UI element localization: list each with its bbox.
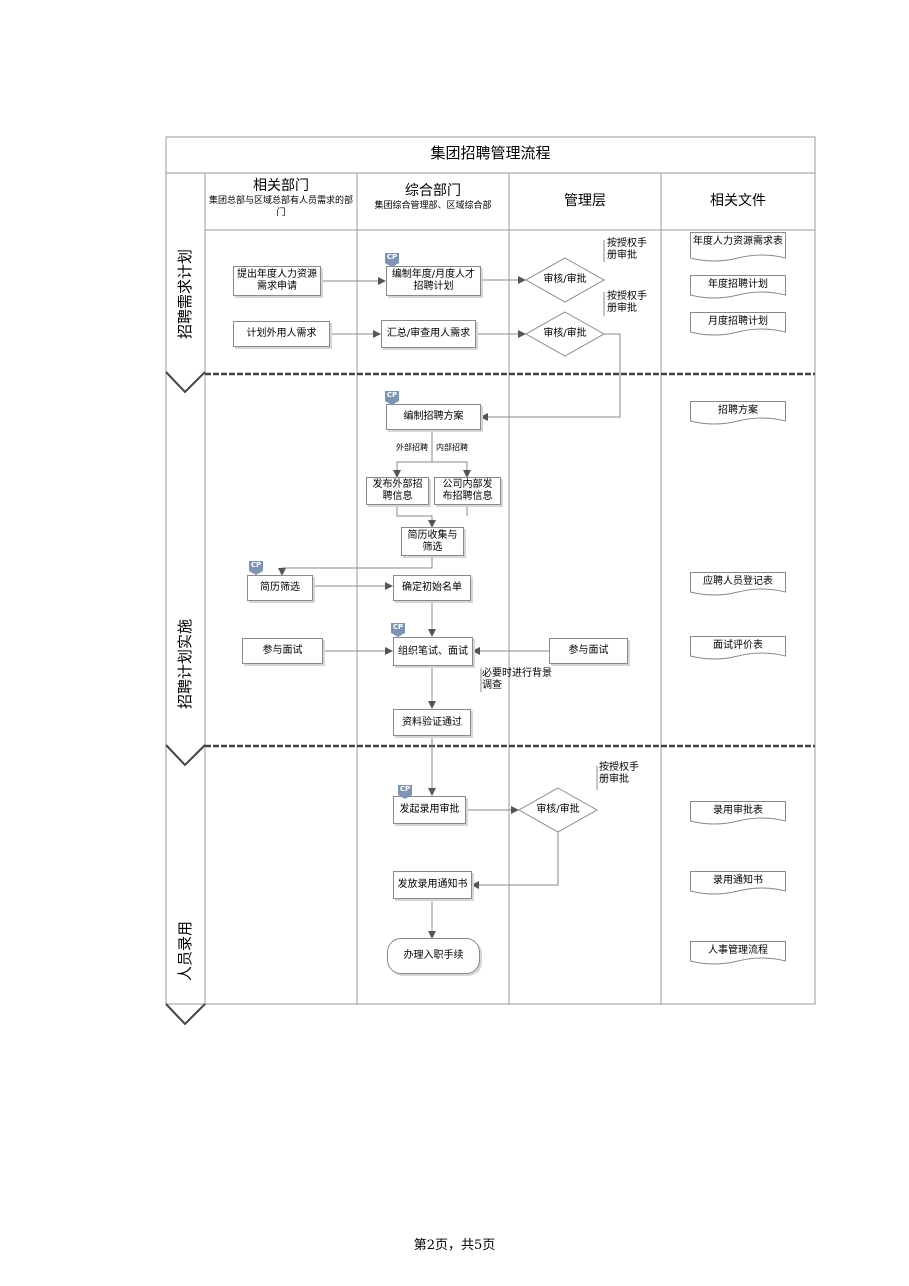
cp-label: CP bbox=[250, 561, 262, 569]
document-label: 录用审批表 bbox=[713, 805, 763, 816]
phase-label-text: 招聘计划实施 bbox=[176, 618, 194, 709]
lane-header-general-dept: 综合部门 集团综合管理部、区域综合部 bbox=[357, 182, 509, 212]
document-shape: 人事管理流程 bbox=[690, 941, 786, 967]
document-shape: 录用审批表 bbox=[690, 801, 786, 827]
lane-header-management: 管理层 bbox=[509, 192, 661, 210]
phase-label-plan-execution: 招聘计划实施 bbox=[174, 618, 196, 709]
lane-title: 相关文件 bbox=[710, 193, 766, 209]
cp-label: CP bbox=[386, 391, 398, 399]
branch-label-external: 外部招聘 bbox=[396, 443, 428, 452]
document-label: 人事管理流程 bbox=[708, 945, 768, 956]
process-box: 简历筛选 bbox=[247, 575, 313, 601]
process-box: 提出年度人力资源需求申请 bbox=[233, 266, 321, 296]
process-box: 发布外部招聘信息 bbox=[366, 477, 429, 505]
process-box: 公司内部发布招聘信息 bbox=[434, 477, 501, 505]
decision-label: 审核/审批 bbox=[543, 328, 587, 339]
process-box: 发起录用审批 bbox=[393, 796, 466, 824]
phase-label-text: 招聘需求计划 bbox=[176, 248, 194, 339]
control-point-icon: CP bbox=[249, 560, 263, 575]
page-number: 第2页，共5页 bbox=[413, 1238, 496, 1253]
process-box: 资料验证通过 bbox=[393, 709, 471, 736]
document-shape: 录用通知书 bbox=[690, 871, 786, 897]
phase-label-text: 人员录用 bbox=[176, 920, 194, 981]
process-box: 汇总/审查用人需求 bbox=[381, 320, 476, 348]
decision-label: 审核/审批 bbox=[543, 274, 587, 285]
annotation-note: 按授权手册审批 bbox=[607, 291, 647, 314]
process-box: 组织笔试、面试 bbox=[393, 637, 473, 666]
process-box: 简历收集与筛选 bbox=[401, 527, 464, 556]
process-box: 参与面试 bbox=[549, 638, 628, 664]
lane-header-documents: 相关文件 bbox=[661, 192, 815, 210]
document-label: 月度招聘计划 bbox=[708, 316, 768, 327]
control-point-icon: CP bbox=[385, 252, 399, 267]
process-box: 发放录用通知书 bbox=[393, 871, 472, 899]
document-shape: 年度人力资源需求表 bbox=[690, 232, 786, 264]
document-label: 应聘人员登记表 bbox=[703, 576, 773, 587]
control-point-icon: CP bbox=[398, 784, 412, 799]
document-shape: 月度招聘计划 bbox=[690, 312, 786, 338]
lane-subtitle: 集团综合管理部、区域综合部 bbox=[374, 201, 492, 211]
decision-label: 审核/审批 bbox=[536, 804, 580, 815]
document-label: 年度人力资源需求表 bbox=[693, 236, 783, 247]
terminal-box: 办理入职手续 bbox=[387, 938, 480, 974]
control-point-icon: CP bbox=[391, 622, 405, 637]
document-shape: 招聘方案 bbox=[690, 401, 786, 427]
lane-subtitle: 集团总部与区域总部有人员需求的部门 bbox=[208, 196, 353, 218]
branch-label-internal: 内部招聘 bbox=[436, 443, 468, 452]
lane-header-related-depts: 相关部门 集团总部与区域总部有人员需求的部门 bbox=[205, 177, 357, 219]
document-label: 面试评价表 bbox=[713, 640, 763, 651]
cp-label: CP bbox=[392, 623, 404, 631]
control-point-icon: CP bbox=[385, 390, 399, 405]
phase-label-demand-plan: 招聘需求计划 bbox=[174, 248, 196, 339]
process-box: 编制年度/月度人才招聘计划 bbox=[386, 266, 481, 296]
lane-title: 综合部门 bbox=[405, 183, 461, 199]
document-shape: 面试评价表 bbox=[690, 636, 786, 662]
annotation-note: 按授权手册审批 bbox=[599, 762, 639, 785]
process-box: 编制招聘方案 bbox=[386, 404, 481, 430]
process-box: 计划外用人需求 bbox=[233, 321, 330, 347]
annotation-note: 按授权手册审批 bbox=[607, 238, 647, 261]
lane-title: 管理层 bbox=[564, 193, 606, 209]
process-box: 确定初始名单 bbox=[393, 575, 471, 601]
document-shape: 应聘人员登记表 bbox=[690, 572, 786, 598]
document-label: 年度招聘计划 bbox=[708, 279, 768, 290]
document-label: 招聘方案 bbox=[718, 405, 758, 416]
phase-label-hiring: 人员录用 bbox=[174, 920, 196, 981]
document-shape: 年度招聘计划 bbox=[690, 275, 786, 301]
annotation-note: 必要时进行背景调查 bbox=[482, 668, 552, 691]
diagram-title: 集团招聘管理流程 bbox=[430, 144, 551, 162]
process-box: 参与面试 bbox=[242, 638, 323, 664]
cp-label: CP bbox=[386, 253, 398, 261]
lane-title: 相关部门 bbox=[253, 178, 309, 194]
cp-label: CP bbox=[399, 785, 411, 793]
document-label: 录用通知书 bbox=[713, 875, 763, 886]
